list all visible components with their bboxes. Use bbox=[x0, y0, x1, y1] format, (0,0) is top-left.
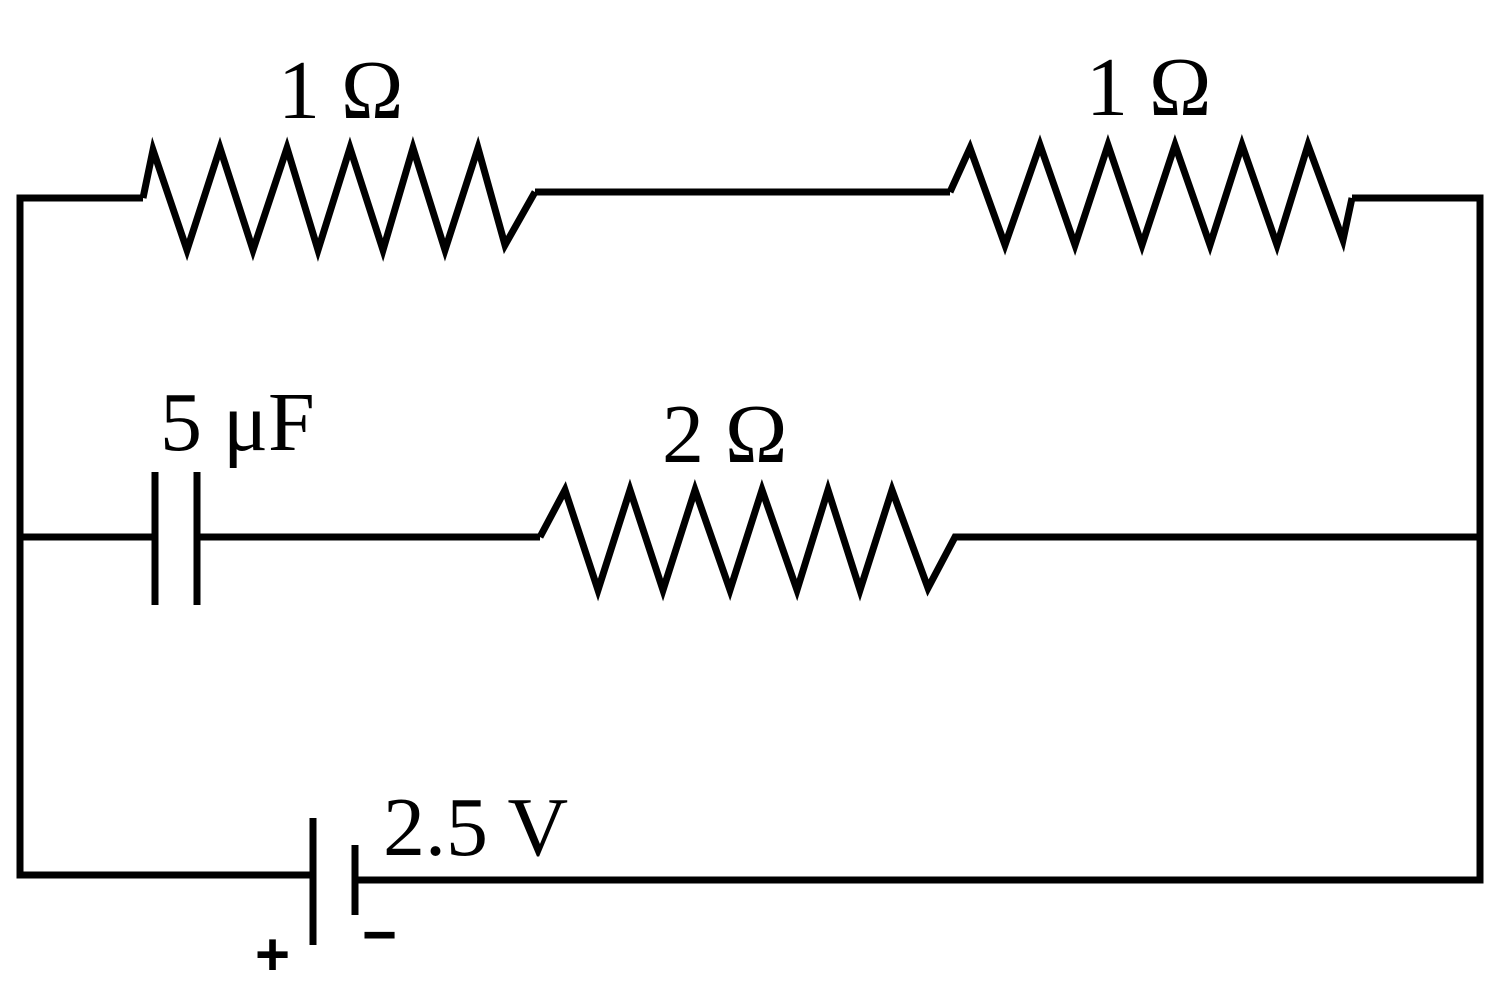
resistor-top-left-label: 1 Ω bbox=[278, 44, 403, 137]
capacitor-label: 5 μF bbox=[160, 376, 315, 469]
resistor-middle-label: 2 Ω bbox=[662, 388, 787, 481]
resistor-top-right-label: 1 Ω bbox=[1086, 41, 1211, 134]
battery-positive-sign: + bbox=[255, 921, 290, 988]
battery-label: 2.5 V bbox=[383, 781, 568, 874]
resistor-middle bbox=[536, 478, 1480, 602]
resistor-top-left bbox=[139, 135, 539, 262]
battery-negative-sign: − bbox=[362, 901, 397, 968]
resistor-top-right bbox=[946, 133, 1356, 257]
